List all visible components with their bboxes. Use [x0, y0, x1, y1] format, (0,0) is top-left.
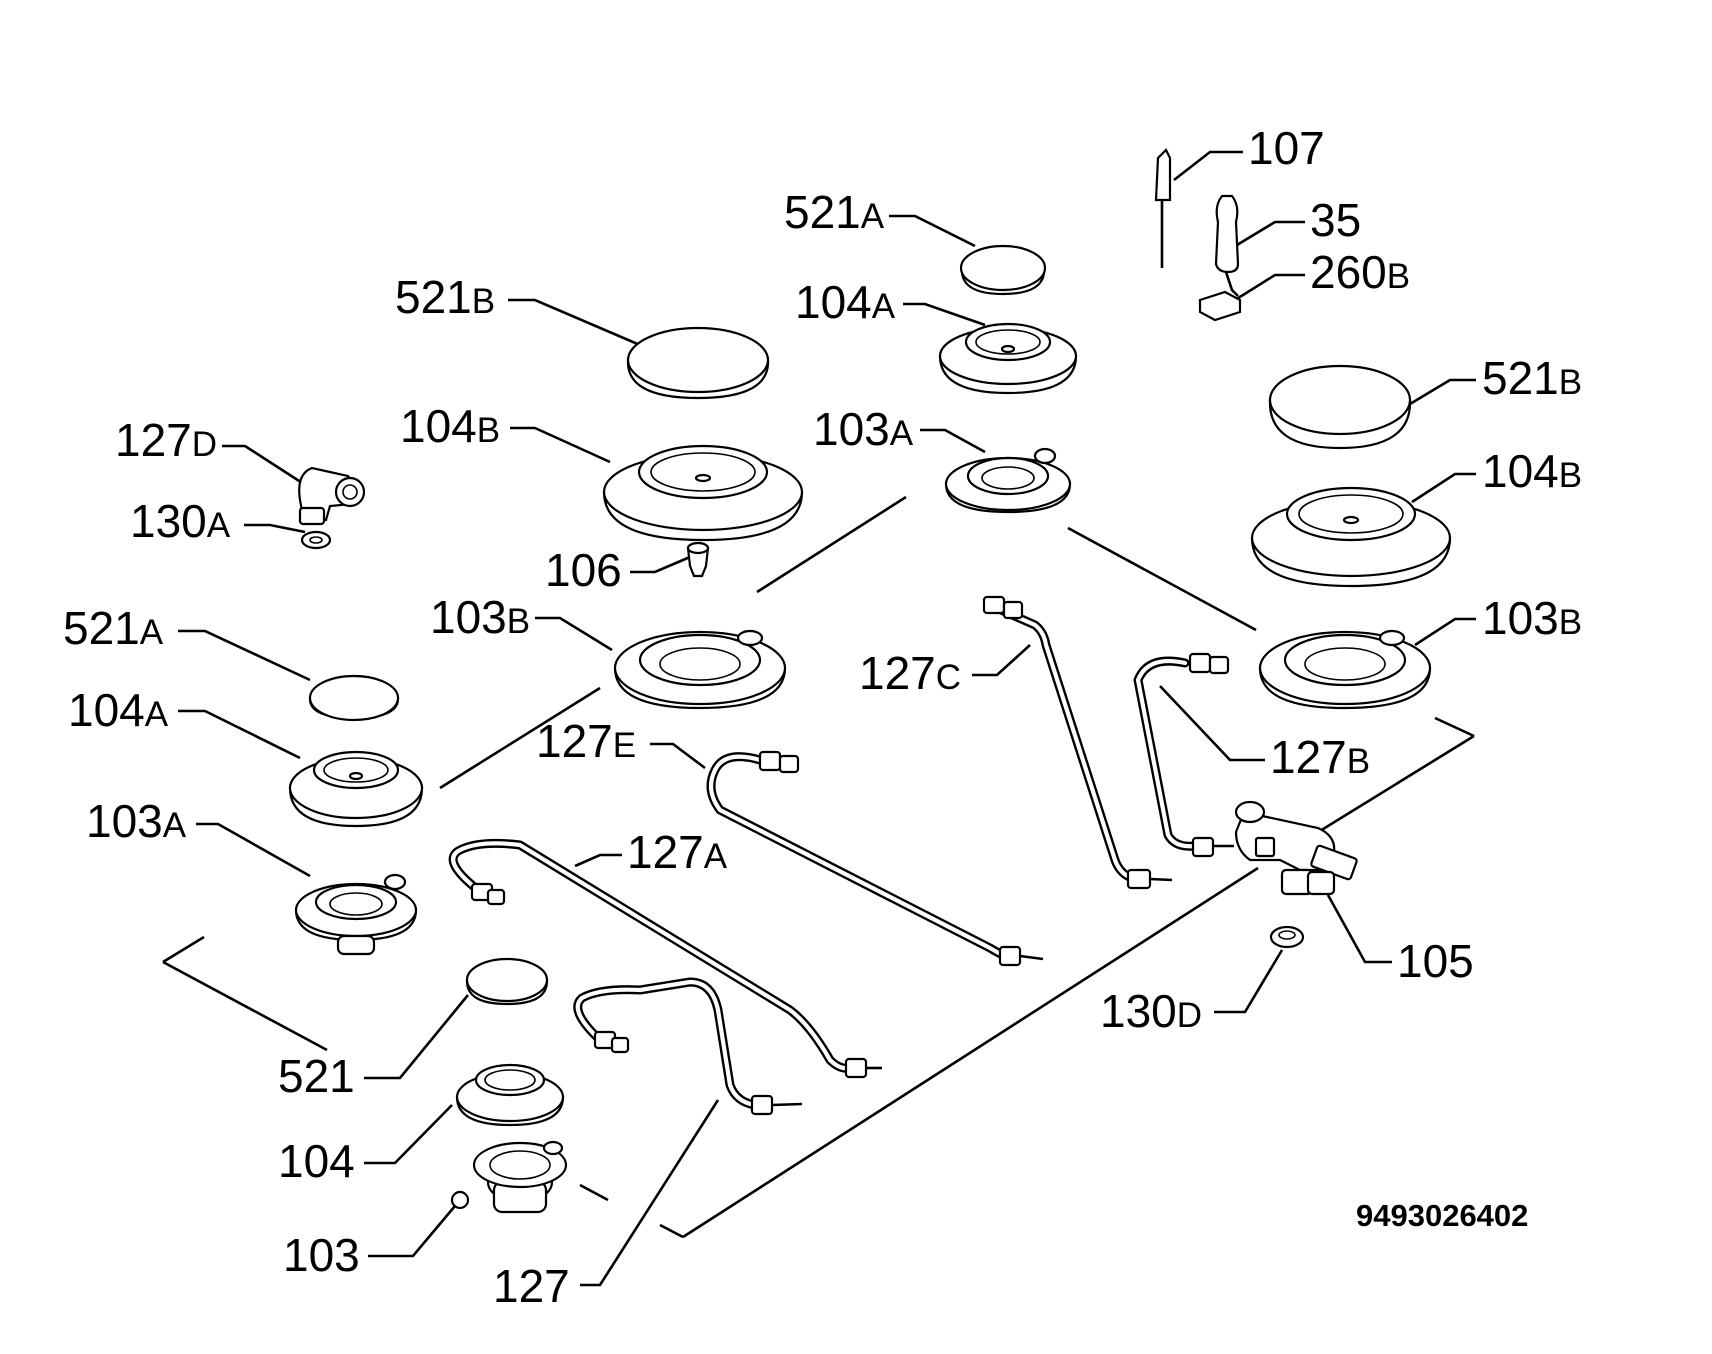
burner-bases — [294, 447, 1432, 1214]
pipe-127b — [1133, 652, 1234, 858]
leader-127 — [580, 1099, 720, 1287]
label-521b-right: 521B — [1482, 352, 1582, 404]
label-103a-top: 103A — [813, 403, 914, 455]
part-130d-washer — [1269, 925, 1305, 949]
part-107-thermocouple — [1154, 148, 1172, 268]
crown-104b-left — [602, 444, 804, 542]
leader-35 — [1231, 220, 1305, 250]
leader-127c — [972, 644, 1031, 677]
part-130a-washer — [300, 530, 332, 550]
leader-521a-left — [178, 629, 311, 682]
crown-104 — [455, 1063, 565, 1127]
leader-127d — [222, 444, 311, 490]
part-127d-elbow — [298, 466, 366, 526]
leader-104 — [364, 1104, 453, 1165]
cap-521a-top — [959, 244, 1047, 296]
label-104b-left: 104B — [400, 400, 500, 452]
cap-521b-right — [1268, 364, 1412, 450]
label-104a-top: 104A — [795, 276, 896, 328]
leader-127b — [1159, 685, 1265, 762]
leader-130d — [1214, 949, 1284, 1014]
leader-103a-left — [196, 822, 311, 878]
label-105: 105 — [1397, 935, 1474, 987]
leader-103b-right — [1414, 617, 1476, 647]
leader-127a — [574, 853, 622, 868]
part-labels: 107 35 260B 521A 104A 521B 104B 103A 521… — [63, 122, 1582, 1312]
leader-104b-left — [510, 426, 611, 464]
label-130a: 130A — [130, 495, 231, 547]
pipe-127e — [706, 750, 1044, 967]
label-103a-left: 103A — [86, 795, 187, 847]
part-106-injector — [686, 541, 710, 578]
label-103: 103 — [283, 1229, 360, 1281]
crown-104b-right — [1250, 486, 1452, 588]
leader-521b-right — [1399, 378, 1476, 412]
burner-crowns — [288, 322, 1452, 1127]
leader-521b-left — [508, 298, 641, 347]
label-103b-right: 103B — [1482, 592, 1582, 644]
cap-521a-left — [308, 674, 400, 722]
leader-130a — [244, 523, 306, 534]
leader-104a-top — [903, 302, 986, 327]
cap-521 — [465, 957, 549, 1006]
label-127d: 127D — [115, 414, 217, 466]
base-103a-left — [294, 873, 418, 956]
pipe-127 — [573, 977, 803, 1116]
base-103b-right — [1258, 629, 1432, 710]
label-521a-left: 521A — [63, 602, 164, 654]
small-parts — [298, 148, 1358, 949]
label-127: 127 — [493, 1260, 570, 1312]
label-521a-top: 521A — [784, 186, 885, 238]
burner-caps — [308, 244, 1412, 1006]
label-104: 104 — [278, 1135, 355, 1187]
cap-521b-left — [626, 326, 770, 400]
label-127b: 127B — [1270, 731, 1370, 783]
label-107: 107 — [1248, 122, 1325, 174]
label-127c: 127C — [859, 647, 961, 699]
label-521b-left: 521B — [395, 271, 495, 323]
base-103 — [450, 1140, 568, 1214]
leader-105 — [1326, 894, 1392, 964]
part-35-electrode — [1214, 194, 1240, 297]
leader-521a-top — [889, 214, 976, 248]
pipe-127c — [982, 595, 1173, 890]
leader-107 — [1173, 150, 1243, 182]
label-521: 521 — [278, 1050, 355, 1102]
pipe-127a — [448, 838, 882, 1079]
label-127a: 127A — [627, 826, 728, 878]
label-104b-right: 104B — [1482, 445, 1582, 497]
leader-103a-top — [920, 428, 986, 454]
crown-104a-top — [938, 322, 1078, 395]
crown-104a-left — [288, 750, 424, 828]
label-260b: 260B — [1310, 246, 1410, 298]
leader-103 — [368, 1199, 461, 1258]
leader-127e — [650, 742, 706, 770]
leader-521 — [364, 994, 470, 1080]
leader-106 — [630, 555, 691, 574]
leader-104b-right — [1411, 472, 1476, 504]
part-105-gas-tap — [1234, 800, 1358, 896]
leader-104a-left — [178, 709, 301, 760]
assembly-lines — [162, 495, 1475, 1239]
label-35: 35 — [1310, 194, 1361, 246]
base-103b-left — [613, 629, 787, 710]
label-130d: 130D — [1100, 985, 1202, 1037]
document-code: 9493026402 — [1356, 1198, 1528, 1233]
leader-103b-left — [535, 616, 613, 652]
label-106: 106 — [545, 544, 622, 596]
base-103a-top — [944, 447, 1072, 514]
label-103b-left: 103B — [430, 591, 530, 643]
leader-260b — [1234, 273, 1305, 302]
gas-pipes — [448, 595, 1234, 1116]
leader-lines — [178, 150, 1476, 1287]
label-104a-left: 104A — [68, 684, 169, 736]
part-260b-clip — [1198, 290, 1242, 322]
label-127e: 127E — [536, 715, 636, 767]
